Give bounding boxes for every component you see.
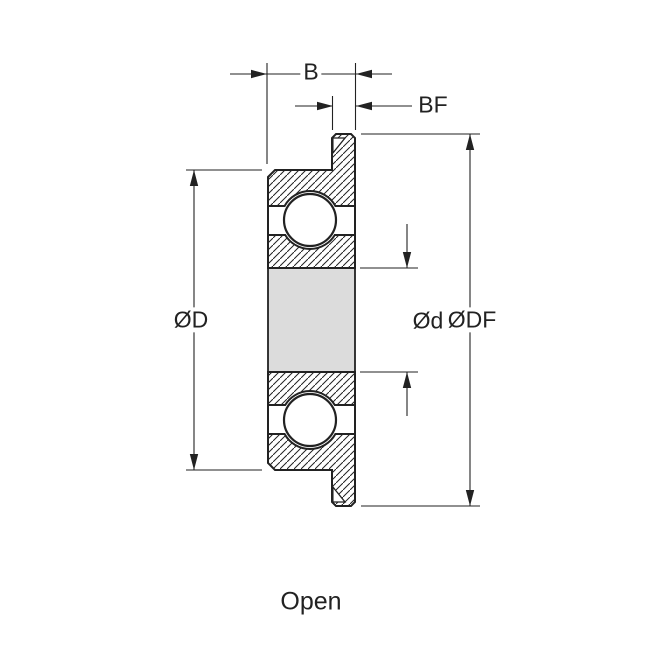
ball-top xyxy=(282,192,338,248)
dim-label-flange-width: BF xyxy=(415,92,451,118)
arrow-down-icon xyxy=(465,490,475,506)
inner-ring-bottom-section xyxy=(267,371,356,406)
bore-surface xyxy=(267,267,356,373)
arrow-left-icon xyxy=(356,101,372,111)
arrow-up-icon xyxy=(189,170,199,186)
dim-outer-diameter xyxy=(186,169,262,471)
dim-label-flange-diameter: ØDF xyxy=(444,307,500,333)
arrow-down-icon xyxy=(402,252,412,268)
dim-bore-diameter xyxy=(360,224,418,416)
dim-label-outer-diameter: ØD xyxy=(170,307,212,333)
dim-label-bore-diameter: Ød xyxy=(409,308,447,334)
inner-ring-top-section xyxy=(267,234,356,269)
arrow-right-icon xyxy=(317,101,333,111)
arrow-right-icon xyxy=(251,69,267,79)
arrow-left-icon xyxy=(356,69,372,79)
ball-bottom xyxy=(282,392,338,448)
dim-label-width: B xyxy=(300,59,322,85)
flange-notch-top xyxy=(332,137,347,155)
arrow-up-icon xyxy=(402,372,412,388)
bearing-cross-section xyxy=(267,133,356,507)
bearing-type-caption: Open xyxy=(280,587,342,616)
flange-notch-bottom xyxy=(332,485,347,503)
dim-bf xyxy=(295,96,412,130)
arrow-up-icon xyxy=(465,134,475,150)
arrow-down-icon xyxy=(189,454,199,470)
